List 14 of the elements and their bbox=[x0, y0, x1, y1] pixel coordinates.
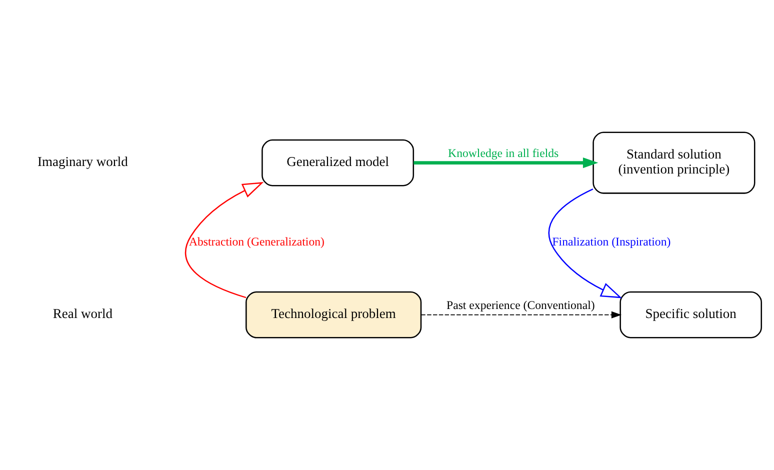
edge-label: Past experience (Conventional) bbox=[446, 298, 595, 312]
node-box: Specific solution bbox=[620, 291, 762, 338]
edge-label: Abstraction (Generalization) bbox=[188, 234, 324, 249]
node-box: Technological problem bbox=[246, 291, 422, 338]
edge-label: Finalization (Inspiration) bbox=[552, 234, 671, 249]
label: Imaginary world bbox=[38, 154, 128, 169]
label: Real world bbox=[52, 306, 113, 322]
arrow bbox=[548, 188, 622, 298]
node-box: Standard solution (invention principle) bbox=[592, 132, 756, 194]
arrow bbox=[185, 182, 264, 298]
node-box: Generalized model bbox=[262, 139, 414, 186]
arrow bbox=[414, 157, 598, 168]
edge-label: Knowledge in all fields bbox=[448, 146, 559, 160]
arrow bbox=[420, 311, 622, 318]
